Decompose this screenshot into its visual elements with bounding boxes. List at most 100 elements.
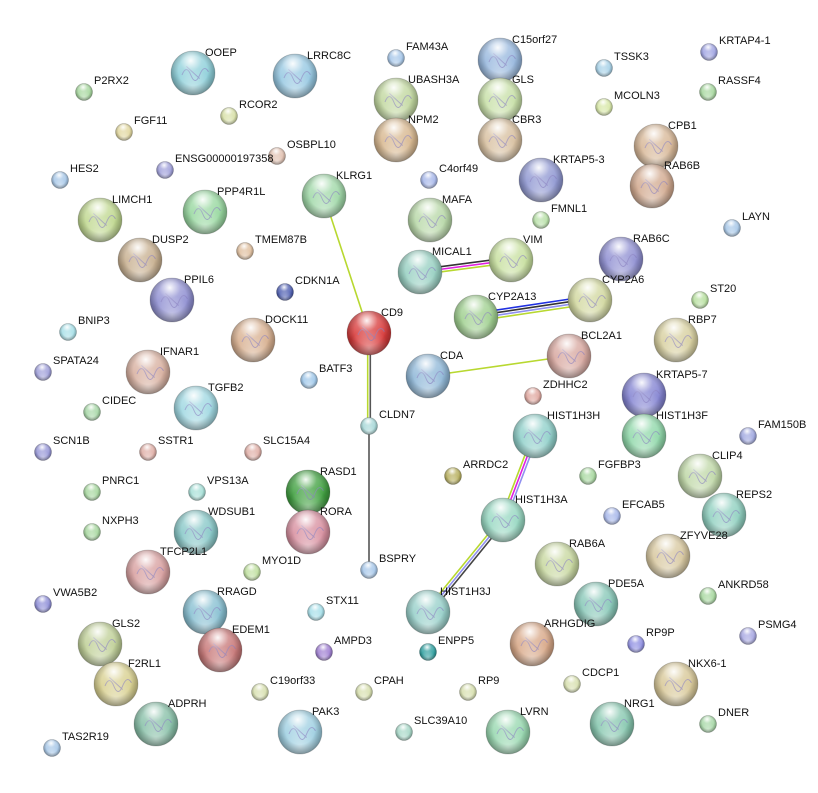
node-krtap5-7[interactable]: KRTAP5-7 — [621, 369, 708, 418]
node-gls[interactable]: GLS — [477, 74, 534, 123]
node-cpb1[interactable]: CPB1 — [633, 120, 697, 169]
node-vps13a[interactable]: VPS13A — [188, 475, 250, 501]
node-rassf4[interactable]: RASSF4 — [699, 75, 761, 101]
node-pde5a[interactable]: PDE5A — [573, 578, 645, 627]
node-tas2r19[interactable]: TAS2R19 — [43, 731, 109, 757]
node-fgfbp3[interactable]: FGFBP3 — [579, 459, 641, 485]
node-cd9[interactable]: CD9 — [346, 307, 403, 356]
node-slc39a10[interactable]: SLC39A10 — [395, 715, 468, 741]
node-pnrc1[interactable]: PNRC1 — [83, 475, 140, 501]
node-cyp2a13[interactable]: CYP2A13 — [453, 291, 536, 340]
node-scn1b[interactable]: SCN1B — [34, 435, 90, 461]
node-dner[interactable]: DNER — [699, 707, 750, 733]
node-krtap4-1[interactable]: KRTAP4-1 — [700, 35, 771, 61]
node-ubash3a[interactable]: UBASH3A — [373, 74, 460, 123]
node-mcoln3[interactable]: MCOLN3 — [595, 90, 660, 116]
node-mical1[interactable]: MICAL1 — [397, 246, 472, 295]
node-lvrn[interactable]: LVRN — [485, 706, 549, 755]
node-c15orf27[interactable]: C15orf27 — [477, 34, 557, 83]
node-arrdc2[interactable]: ARRDC2 — [444, 459, 509, 485]
node-batf3[interactable]: BATF3 — [300, 363, 353, 389]
node-npm2[interactable]: NPM2 — [373, 114, 439, 163]
node-tfcp2l1[interactable]: TFCP2L1 — [125, 546, 207, 595]
node-fam43a[interactable]: FAM43A — [387, 41, 449, 67]
node-stx11[interactable]: STX11 — [307, 595, 359, 621]
node-rab6a[interactable]: RAB6A — [534, 538, 606, 587]
node-tssk3[interactable]: TSSK3 — [595, 51, 649, 77]
node-hist1h3h[interactable]: HIST1H3H — [512, 410, 600, 459]
node-fam150b[interactable]: FAM150B — [739, 419, 807, 445]
node-mafa[interactable]: MAFA — [407, 194, 473, 243]
node-cbr3[interactable]: CBR3 — [477, 114, 541, 163]
node-dock11[interactable]: DOCK11 — [230, 314, 308, 363]
node-layn[interactable]: LAYN — [723, 211, 770, 237]
node-cyp2a6[interactable]: CYP2A6 — [567, 274, 644, 323]
node-rora[interactable]: RORA — [285, 506, 352, 555]
node-dusp2[interactable]: DUSP2 — [117, 234, 189, 283]
node-ooep[interactable]: OOEP — [170, 47, 237, 96]
node-vim[interactable]: VIM — [488, 234, 543, 283]
node-ankrd58[interactable]: ANKRD58 — [699, 579, 769, 605]
node-bnip3[interactable]: BNIP3 — [59, 315, 110, 341]
node-bspry[interactable]: BSPRY — [360, 553, 417, 579]
node-reps2[interactable]: REPS2 — [701, 489, 772, 538]
node-arhgdig[interactable]: ARHGDIG — [509, 618, 595, 667]
node-sstr1[interactable]: SSTR1 — [139, 435, 194, 461]
node-tmem87b[interactable]: TMEM87B — [236, 234, 307, 260]
node-st20[interactable]: ST20 — [691, 283, 737, 309]
node-bcl2a1[interactable]: BCL2A1 — [546, 330, 622, 379]
node-rp9p[interactable]: RP9P — [627, 627, 675, 653]
node-cda[interactable]: CDA — [405, 350, 464, 399]
node-edem1[interactable]: EDEM1 — [197, 624, 270, 673]
node-zfyve28[interactable]: ZFYVE28 — [645, 530, 728, 579]
node-efcab5[interactable]: EFCAB5 — [603, 499, 665, 525]
node-tgfb2[interactable]: TGFB2 — [173, 382, 243, 431]
node-rp9[interactable]: RP9 — [459, 675, 500, 701]
node-nrg1[interactable]: NRG1 — [589, 698, 655, 747]
node-wdsub1[interactable]: WDSUB1 — [173, 506, 255, 555]
node-ampd3[interactable]: AMPD3 — [315, 635, 372, 661]
node-rasd1[interactable]: RASD1 — [285, 466, 357, 515]
node-klrg1[interactable]: KLRG1 — [301, 170, 372, 219]
node-hist1h3a[interactable]: HIST1H3A — [480, 494, 568, 543]
edge-cda-bcl2a1[interactable] — [427, 355, 570, 377]
node-cdcp1[interactable]: CDCP1 — [563, 667, 620, 693]
node-cidec[interactable]: CIDEC — [83, 395, 137, 421]
node-vwa5b2[interactable]: VWA5B2 — [34, 587, 98, 613]
node-pak3[interactable]: PAK3 — [277, 706, 339, 755]
node-f2rl1[interactable]: F2RL1 — [93, 658, 161, 707]
node-adprh[interactable]: ADPRH — [133, 698, 207, 747]
node-rab6c[interactable]: RAB6C — [598, 233, 670, 282]
node-rragd[interactable]: RRAGD — [182, 586, 257, 635]
node-clip4[interactable]: CLIP4 — [677, 450, 743, 499]
node-hist1h3f[interactable]: HIST1H3F — [621, 410, 708, 459]
node-hes2[interactable]: HES2 — [51, 163, 99, 189]
node-ppp4r1l[interactable]: PPP4R1L — [182, 186, 265, 235]
node-hist1h3j[interactable]: HIST1H3J — [405, 586, 491, 635]
node-c4orf49[interactable]: C4orf49 — [420, 163, 479, 189]
node-nxph3[interactable]: NXPH3 — [83, 515, 139, 541]
edge-klrg1-cd9[interactable] — [323, 195, 370, 334]
node-zdhhc2[interactable]: ZDHHC2 — [524, 379, 588, 405]
node-gls2[interactable]: GLS2 — [77, 618, 140, 667]
node-nkx6-1[interactable]: NKX6-1 — [653, 658, 727, 707]
node-spata24[interactable]: SPATA24 — [34, 355, 99, 381]
node-limch1[interactable]: LIMCH1 — [77, 194, 152, 243]
node-rbp7[interactable]: RBP7 — [653, 314, 717, 363]
node-osbpl10[interactable]: OSBPL10 — [268, 139, 336, 165]
node-psmg4[interactable]: PSMG4 — [739, 619, 797, 645]
node-slc15a4[interactable]: SLC15A4 — [244, 435, 311, 461]
node-cldn7[interactable]: CLDN7 — [360, 409, 416, 435]
node-cdkn1a[interactable]: CDKN1A — [276, 275, 341, 301]
node-fgf11[interactable]: FGF11 — [115, 115, 168, 141]
node-ensg00000197358[interactable]: ENSG00000197358 — [156, 153, 274, 179]
node-enpp5[interactable]: ENPP5 — [419, 635, 475, 661]
node-lrrc8c[interactable]: LRRC8C — [272, 50, 351, 99]
node-myo1d[interactable]: MYO1D — [243, 555, 302, 581]
node-ifnar1[interactable]: IFNAR1 — [125, 346, 199, 395]
node-fmnl1[interactable]: FMNL1 — [532, 203, 588, 229]
node-rcor2[interactable]: RCOR2 — [220, 99, 278, 125]
node-cpah[interactable]: CPAH — [355, 675, 404, 701]
node-krtap5-3[interactable]: KRTAP5-3 — [518, 154, 605, 203]
node-p2rx2[interactable]: P2RX2 — [75, 75, 129, 101]
